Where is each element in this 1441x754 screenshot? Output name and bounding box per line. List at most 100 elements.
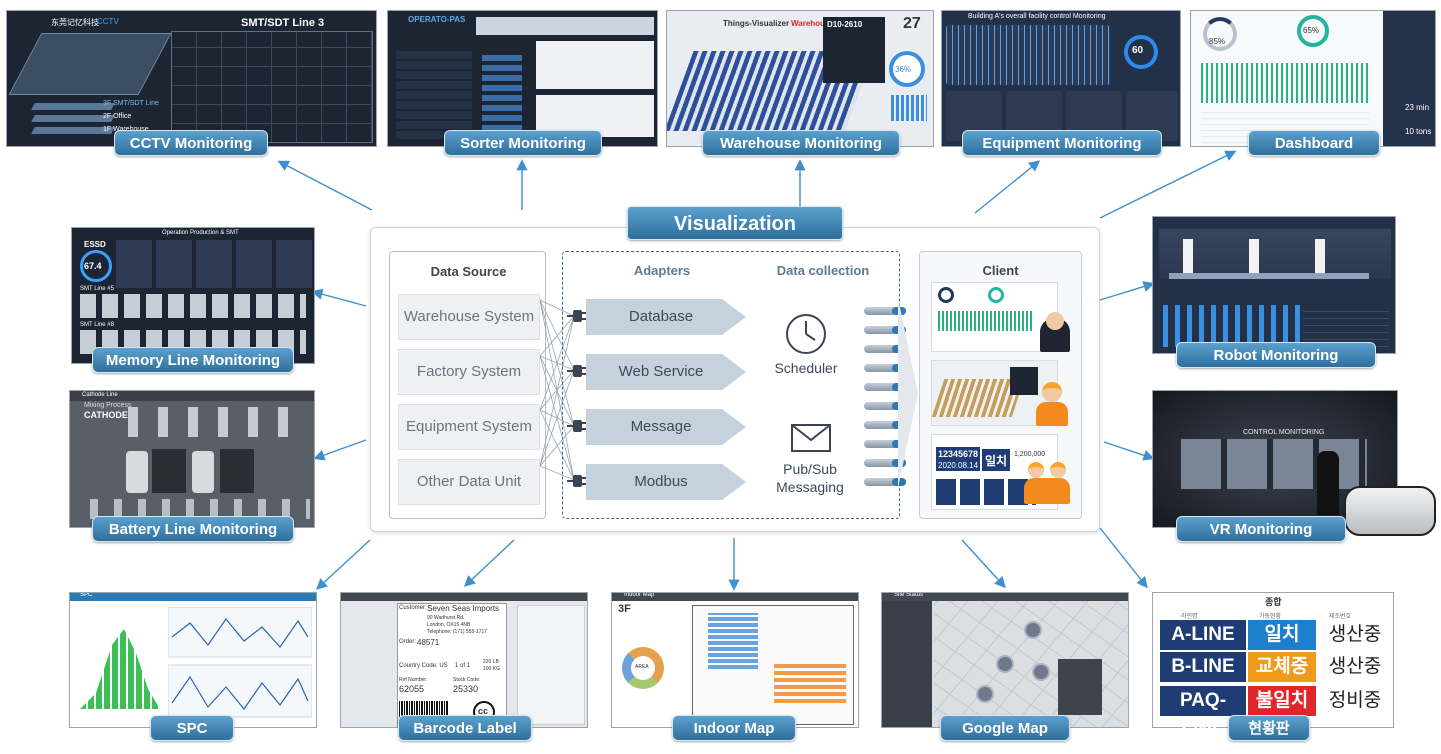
battery-line-monitoring-label[interactable]: Battery Line Monitoring — [92, 516, 294, 542]
barcode-label-label[interactable]: Barcode Label — [398, 715, 532, 741]
adapter-arrow-shape — [586, 409, 746, 445]
source-warehouse-system[interactable]: Warehouse System — [398, 294, 540, 340]
cctv-monitoring-label[interactable]: CCTV Monitoring — [114, 130, 268, 156]
google-map-label[interactable]: Google Map — [940, 715, 1070, 741]
spc-header: SPC — [80, 592, 93, 598]
map-cluster-marker[interactable] — [996, 655, 1014, 673]
google-map-thumbnail[interactable]: Site Status — [881, 592, 1129, 728]
source-equipment-system[interactable]: Equipment System — [398, 404, 540, 450]
sorter-table — [476, 17, 654, 35]
indoor-map-thumbnail[interactable]: Indoor Map 3F AREA — [611, 592, 859, 728]
flow-arrow-to-client — [898, 298, 918, 488]
spc-thumbnail[interactable]: SPC — [69, 592, 317, 728]
client-korean-box — [982, 449, 1010, 471]
status-board-label[interactable]: 현황판 — [1228, 715, 1310, 741]
equipment-monitoring-label[interactable]: Equipment Monitoring — [962, 130, 1162, 156]
barcode-country: Country Code: US — [399, 663, 448, 669]
board-col-2: 가동현황 — [1259, 614, 1282, 620]
warehouse-thumbnail[interactable]: Things-Visualizer Warehouse D10-2610 27 … — [666, 10, 934, 147]
battery-data — [220, 449, 254, 493]
cctv-floor-stack — [8, 33, 172, 95]
adapter-modbus[interactable]: Modbus — [586, 464, 746, 500]
arrow-robot — [1099, 281, 1155, 301]
barcode-addr-2: London, OX15 4NB — [427, 622, 471, 628]
clock-icon — [786, 314, 826, 354]
dashboard-gauge-1-value: 85% — [1209, 37, 1226, 46]
barcode-ref-label: Ref Number: — [399, 677, 428, 683]
vr-monitoring-label[interactable]: VR Monitoring — [1176, 516, 1346, 542]
cctv-heading: SMT/SDT Line 3 — [241, 17, 325, 29]
dashboard-thumbnail[interactable]: 85% 65% 23 min 10 tons — [1190, 10, 1436, 147]
adapters-title: Adapters — [633, 263, 691, 278]
adapter-message-label: Message — [630, 418, 692, 435]
memory-thumbnail[interactable]: Operation Production & SMT ESSD 67.4 SMT… — [71, 227, 315, 364]
client-korean: 일치 — [985, 454, 1008, 468]
dashboard-gauge-1 — [1203, 17, 1237, 51]
warehouse-popup — [823, 17, 885, 83]
battery-data — [152, 449, 186, 493]
google-topbar — [882, 593, 1128, 601]
equipment-gauge — [1124, 35, 1158, 69]
plug-icon — [567, 475, 587, 487]
sorter-grid — [396, 49, 472, 139]
arrow-dashboard — [1099, 150, 1237, 219]
barcode-customer: Seven Seas Imports — [427, 604, 500, 613]
robot-thumbnail[interactable] — [1152, 216, 1396, 354]
sorter-slots — [482, 51, 522, 131]
spc-histogram — [80, 629, 160, 709]
arrow-barcode — [463, 539, 515, 587]
sorter-monitoring-label[interactable]: Sorter Monitoring — [444, 130, 602, 156]
spc-line-chart — [168, 607, 312, 718]
visualization-title: Visualization — [627, 206, 843, 240]
map-cluster-marker[interactable] — [976, 685, 994, 703]
scheduler-label: Scheduler — [774, 360, 838, 376]
board-col-3: 제조번호 — [1329, 614, 1352, 620]
plug-icon — [567, 310, 587, 322]
barcode-ref: 62055 — [399, 684, 425, 694]
memory-line-1: SMT Line #5 — [80, 286, 114, 292]
client-big-number: 12345678 — [938, 449, 979, 459]
equipment-thumbnail[interactable]: Building A's overall facility control Mo… — [941, 10, 1181, 147]
cctv-floor-3[interactable]: 3F SMT/SDT Line — [103, 100, 159, 107]
battery-mixer — [192, 451, 214, 493]
board-line-state: 일치 — [1248, 620, 1316, 650]
adapter-message[interactable]: Message — [586, 409, 746, 445]
cctv-thumbnail[interactable]: 东莞记忆科技 CCTV SMT/SDT Line 3 3F SMT/SDT Li… — [6, 10, 377, 147]
robot-arm — [1249, 239, 1259, 273]
cctv-brand: 东莞记忆科技 — [51, 18, 99, 27]
adapter-web-service[interactable]: Web Service — [586, 354, 746, 390]
warehouse-monitoring-label[interactable]: Warehouse Monitoring — [702, 130, 900, 156]
arrow-battery — [313, 439, 367, 461]
collection-title: Data collection — [776, 263, 870, 278]
battery-thumbnail[interactable]: Cathode Line Mixing Process CATHODE — [69, 390, 315, 528]
spc-label[interactable]: SPC — [150, 715, 234, 741]
client-dashboard-card[interactable] — [931, 282, 1058, 352]
barcode-order-label: Order: — [399, 639, 417, 645]
barcode-customer-label: Customer: — [399, 605, 427, 611]
board-row: B-LINE 교체중 생산중 — [1160, 652, 1390, 682]
sorter-thumbnail[interactable]: OPERATO-PAS — [387, 10, 658, 147]
board-line-name: A-LINE — [1160, 620, 1246, 650]
source-factory-system[interactable]: Factory System — [398, 349, 540, 395]
source-other-data-unit[interactable]: Other Data Unit — [398, 459, 540, 505]
memory-line-monitoring-label[interactable]: Memory Line Monitoring — [92, 347, 294, 373]
map-cluster-marker[interactable] — [1024, 621, 1042, 639]
indoor-map-label[interactable]: Indoor Map — [672, 715, 796, 741]
cctv-floor-2[interactable]: 2F Office — [103, 113, 132, 120]
adapter-database[interactable]: Database — [586, 299, 746, 335]
client-number-box — [936, 447, 980, 471]
barcode-thumbnail[interactable]: Customer: Seven Seas Imports 90 Wadhurst… — [340, 592, 588, 728]
cctv-floor-1[interactable]: 1F Warehouse — [103, 126, 149, 133]
arrow-equipment — [974, 160, 1041, 214]
arrow-board — [1099, 527, 1148, 589]
warehouse-popup-title: D10-2610 — [827, 20, 863, 29]
client-gauge — [988, 287, 1004, 303]
sorter-table — [536, 41, 654, 89]
plug-icon — [567, 365, 587, 377]
dashboard-label[interactable]: Dashboard — [1248, 130, 1380, 156]
map-cluster-marker[interactable] — [1032, 663, 1050, 681]
robot-monitoring-label[interactable]: Robot Monitoring — [1176, 342, 1376, 368]
indoor-donut-label: AREA — [635, 664, 649, 670]
equipment-chart — [946, 25, 1110, 85]
